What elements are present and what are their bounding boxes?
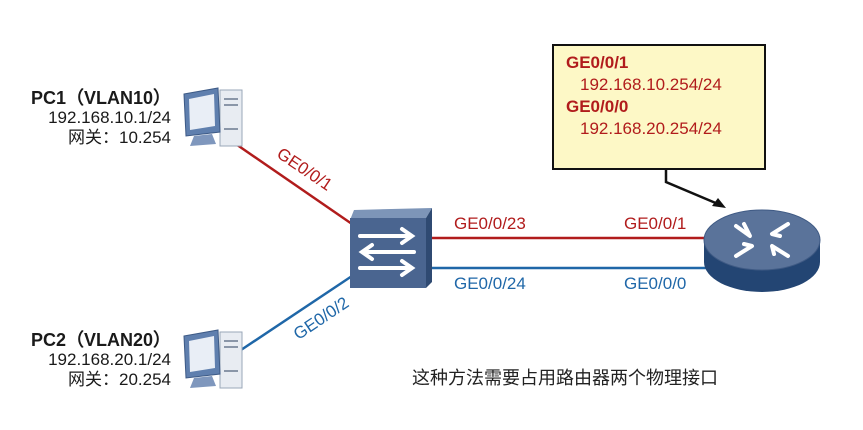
- pc1-gateway: 网关：10.254: [68, 128, 171, 147]
- pc2-ip: 192.168.20.1/24: [48, 350, 171, 369]
- port-label-router-blue: GE0/0/0: [624, 274, 687, 293]
- router-icon[interactable]: [700, 204, 824, 300]
- port-label-switch-blue: GE0/0/24: [454, 274, 526, 293]
- port-label-switch-red: GE0/0/23: [454, 214, 526, 233]
- pc1-ip: 192.168.10.1/24: [48, 108, 171, 127]
- callout-if2-name: GE0/0/0: [566, 97, 629, 116]
- callout-arrowhead: [712, 198, 726, 208]
- switch-icon[interactable]: [344, 206, 438, 292]
- pc2-title: PC2（VLAN20）: [30, 330, 171, 350]
- callout-if1-name: GE0/0/1: [566, 53, 629, 72]
- callout-if2-ip: 192.168.20.254/24: [580, 119, 722, 138]
- callout-if1-ip: 192.168.10.254/24: [580, 75, 722, 94]
- pc1-computer-icon[interactable]: [178, 84, 248, 156]
- pc1-title: PC1（VLAN10）: [30, 88, 171, 108]
- router-interface-callout: GE0/0/1 192.168.10.254/24 GE0/0/0 192.16…: [552, 44, 766, 170]
- pc2-label: PC2（VLAN20） 192.168.20.1/24 网关：20.254: [31, 330, 171, 390]
- link-pc2-switch: [231, 274, 353, 358]
- pc2-gateway: 网关：20.254: [68, 370, 171, 389]
- pc1-label: PC1（VLAN10） 192.168.10.1/24 网关：10.254: [31, 88, 171, 148]
- callout-pointer: [664, 170, 719, 206]
- pc2-computer-icon[interactable]: [178, 326, 248, 398]
- link-pc1-switch: [229, 138, 353, 226]
- caption-text: 这种方法需要占用路由器两个物理接口: [412, 368, 718, 389]
- port-label-router-red: GE0/0/1: [624, 214, 687, 233]
